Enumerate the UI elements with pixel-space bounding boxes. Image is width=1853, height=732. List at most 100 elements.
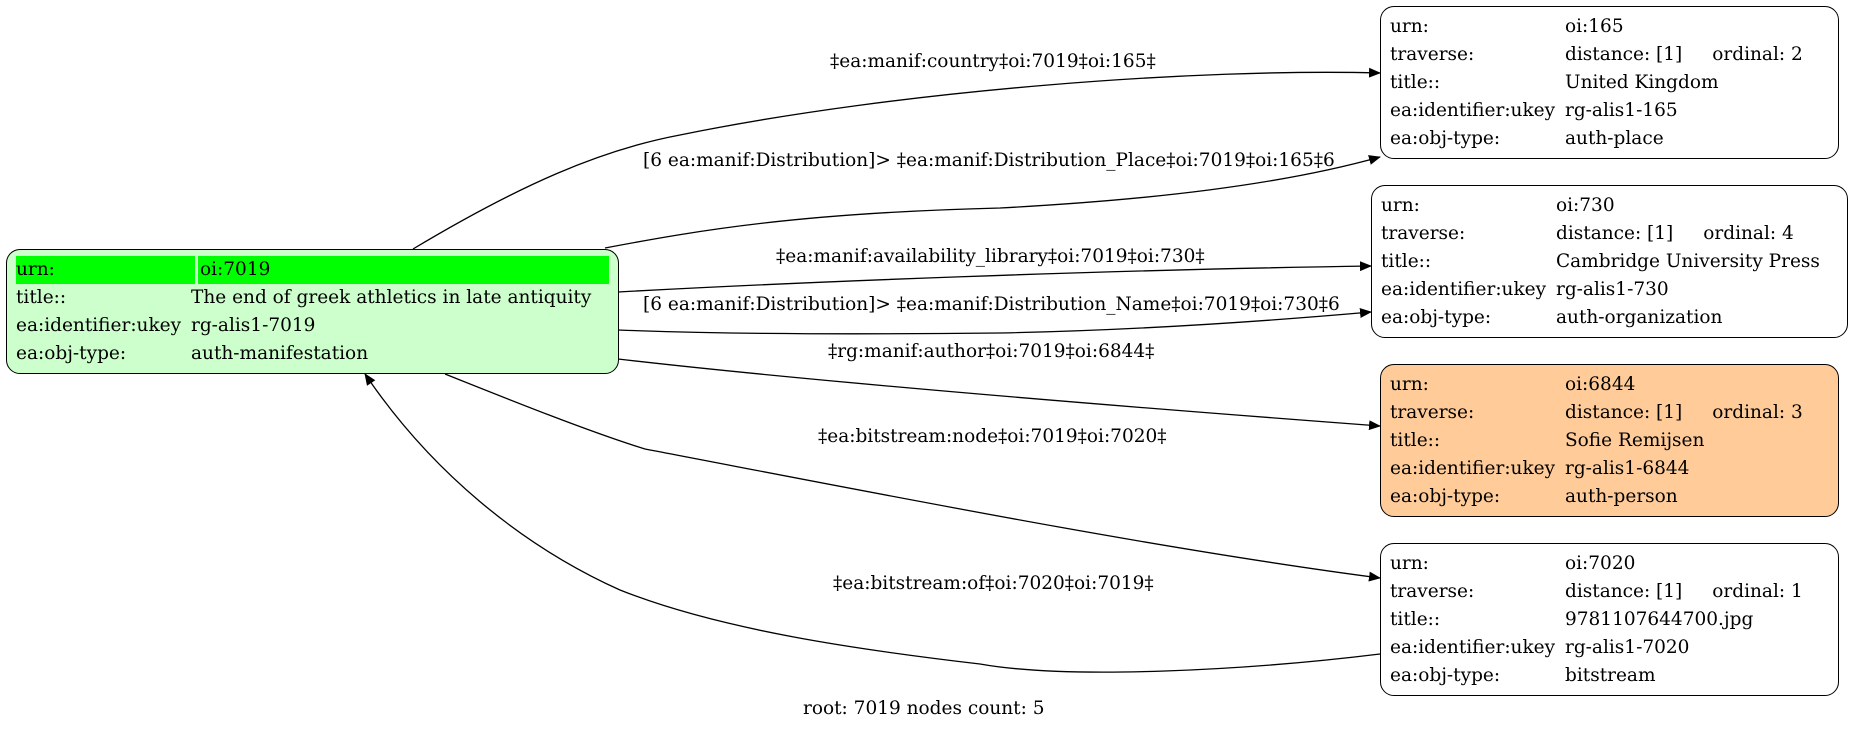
node-oi-165[interactable]: urn: oi:165 traverse: distance: [1] ordin…	[1380, 6, 1839, 159]
node-title-row: title:: Cambridge University Press	[1381, 248, 1838, 276]
field-value: distance: [1] ordinal: 1	[1565, 578, 1829, 606]
node-traverse-row: traverse: distance: [1] ordinal: 3	[1390, 399, 1829, 427]
field-value: auth-place	[1565, 128, 1664, 149]
field-key: ea:identifier:ukey	[1390, 100, 1556, 121]
edge-distribution-place	[604, 155, 1381, 249]
field-key: title::	[1390, 609, 1441, 630]
field-key: urn:	[1381, 195, 1420, 216]
edge-label-distribution-place: [6 ea:manif:Distribution]> ‡ea:manif:Dis…	[643, 150, 1335, 171]
node-traverse-row: traverse: distance: [1] ordinal: 4	[1381, 220, 1838, 248]
node-oi-730[interactable]: urn: oi:730 traverse: distance: [1] ordin…	[1371, 185, 1848, 338]
field-key: title::	[1381, 251, 1432, 272]
field-value: rg-alis1-6844	[1565, 458, 1690, 479]
field-value: oi:7020	[1565, 553, 1636, 574]
field-value: oi:7019	[195, 256, 609, 284]
node-urn-row: urn: oi:6844	[1390, 371, 1829, 399]
edge-label-bitstream-of: ‡ea:bitstream:of‡oi:7020‡oi:7019‡	[833, 573, 1154, 594]
field-value: rg-alis1-165	[1565, 100, 1678, 121]
node-title-row: title:: Sofie Remijsen	[1390, 427, 1829, 455]
node-title-row: title:: United Kingdom	[1390, 69, 1829, 97]
node-ukey-row: ea:identifier:ukey rg-alis1-6844	[1390, 455, 1829, 483]
node-ukey-row: ea:identifier:ukey rg-alis1-730	[1381, 276, 1838, 304]
node-ukey-row: ea:identifier:ukey rg-alis1-165	[1390, 97, 1829, 125]
edge-label-author: ‡rg:manif:author‡oi:7019‡oi:6844‡	[828, 341, 1155, 362]
traverse-distance: distance: [1]	[1565, 581, 1683, 602]
node-traverse-row: traverse: distance: [1] ordinal: 2	[1390, 41, 1829, 69]
field-value: oi:730	[1556, 195, 1615, 216]
edge-distribution-name	[617, 307, 1372, 335]
field-value: 9781107644700.jpg	[1565, 609, 1754, 630]
field-key: urn:	[1390, 374, 1429, 395]
field-key: ea:identifier:ukey	[16, 315, 182, 336]
traverse-distance: distance: [1]	[1565, 402, 1683, 423]
node-objtype-row: ea:obj-type: bitstream	[1390, 662, 1829, 690]
field-value: The end of greek athletics in late antiq…	[191, 287, 592, 308]
edge-availability-library	[617, 261, 1372, 293]
field-key: traverse:	[1381, 223, 1466, 244]
node-oi-6844[interactable]: urn: oi:6844 traverse: distance: [1] ordi…	[1380, 364, 1839, 517]
edge-author	[617, 358, 1381, 431]
field-key: title::	[1390, 72, 1441, 93]
node-ukey-row: ea:identifier:ukey rg-alis1-7020	[1390, 634, 1829, 662]
field-value: rg-alis1-7019	[191, 315, 316, 336]
node-urn-row: urn: oi:165	[1390, 13, 1829, 41]
field-key: ea:identifier:ukey	[1390, 458, 1556, 479]
field-value: bitstream	[1565, 665, 1656, 686]
edge-label-availability-library: ‡ea:manif:availability_library‡oi:7019‡o…	[776, 246, 1205, 267]
field-key: traverse:	[1390, 44, 1475, 65]
node-urn-row: urn: oi:730	[1381, 192, 1838, 220]
field-value: distance: [1] ordinal: 4	[1556, 220, 1838, 248]
field-value: oi:6844	[1565, 374, 1636, 395]
node-urn-row: urn: oi:7019	[16, 256, 609, 284]
node-urn-row: urn: oi:7020	[1390, 550, 1829, 578]
traverse-ordinal: ordinal: 3	[1712, 402, 1803, 423]
edge-bitstream-node	[444, 373, 1381, 582]
field-key: ea:obj-type:	[1390, 486, 1501, 507]
field-value: auth-organization	[1556, 307, 1723, 328]
edge-country	[412, 67, 1381, 250]
field-key: ea:obj-type:	[1381, 307, 1492, 328]
root-node-oi-7019[interactable]: urn: oi:7019 title:: The end of greek at…	[6, 249, 619, 374]
field-key: urn:	[16, 259, 55, 280]
field-key: title::	[16, 287, 67, 308]
field-key: ea:obj-type:	[1390, 665, 1501, 686]
node-oi-7020[interactable]: urn: oi:7020 traverse: distance: [1] ordi…	[1380, 543, 1839, 696]
field-key: ea:identifier:ukey	[1381, 279, 1547, 300]
node-objtype-row: ea:obj-type: auth-organization	[1381, 304, 1838, 332]
field-value: oi:165	[1565, 16, 1624, 37]
node-ukey-row: ea:identifier:ukey rg-alis1-7019	[16, 312, 609, 340]
edge-label-distribution-name: [6 ea:manif:Distribution]> ‡ea:manif:Dis…	[643, 294, 1340, 315]
field-key: traverse:	[1390, 581, 1475, 602]
node-title-row: title:: 9781107644700.jpg	[1390, 606, 1829, 634]
field-key: traverse:	[1390, 402, 1475, 423]
graph-footer-caption: root: 7019 nodes count: 5	[803, 698, 1045, 719]
edge-label-country: ‡ea:manif:country‡oi:7019‡oi:165‡	[830, 51, 1156, 72]
node-objtype-row: ea:obj-type: auth-place	[1390, 125, 1829, 153]
traverse-ordinal: ordinal: 4	[1703, 223, 1794, 244]
field-value: Sofie Remijsen	[1565, 430, 1705, 451]
field-value: United Kingdom	[1565, 72, 1719, 93]
node-objtype-row: ea:obj-type: auth-person	[1390, 483, 1829, 511]
edge-label-bitstream-node: ‡ea:bitstream:node‡oi:7019‡oi:7020‡	[818, 426, 1167, 447]
field-key: ea:identifier:ukey	[1390, 637, 1556, 658]
traverse-ordinal: ordinal: 1	[1712, 581, 1803, 602]
field-value: Cambridge University Press	[1556, 251, 1820, 272]
field-value: distance: [1] ordinal: 3	[1565, 399, 1829, 427]
node-objtype-row: ea:obj-type: auth-manifestation	[16, 340, 609, 368]
traverse-ordinal: ordinal: 2	[1712, 44, 1803, 65]
field-value: auth-manifestation	[191, 343, 369, 364]
field-key: title::	[1390, 430, 1441, 451]
field-value: rg-alis1-7020	[1565, 637, 1690, 658]
traverse-distance: distance: [1]	[1556, 223, 1674, 244]
node-traverse-row: traverse: distance: [1] ordinal: 1	[1390, 578, 1829, 606]
field-key: ea:obj-type:	[1390, 128, 1501, 149]
field-value: rg-alis1-730	[1556, 279, 1669, 300]
field-key: urn:	[1390, 16, 1429, 37]
node-title-row: title:: The end of greek athletics in la…	[16, 284, 609, 312]
field-key: ea:obj-type:	[16, 343, 127, 364]
edge-bitstream-of	[364, 373, 1381, 673]
field-value: distance: [1] ordinal: 2	[1565, 41, 1829, 69]
field-key: urn:	[1390, 553, 1429, 574]
traverse-distance: distance: [1]	[1565, 44, 1683, 65]
